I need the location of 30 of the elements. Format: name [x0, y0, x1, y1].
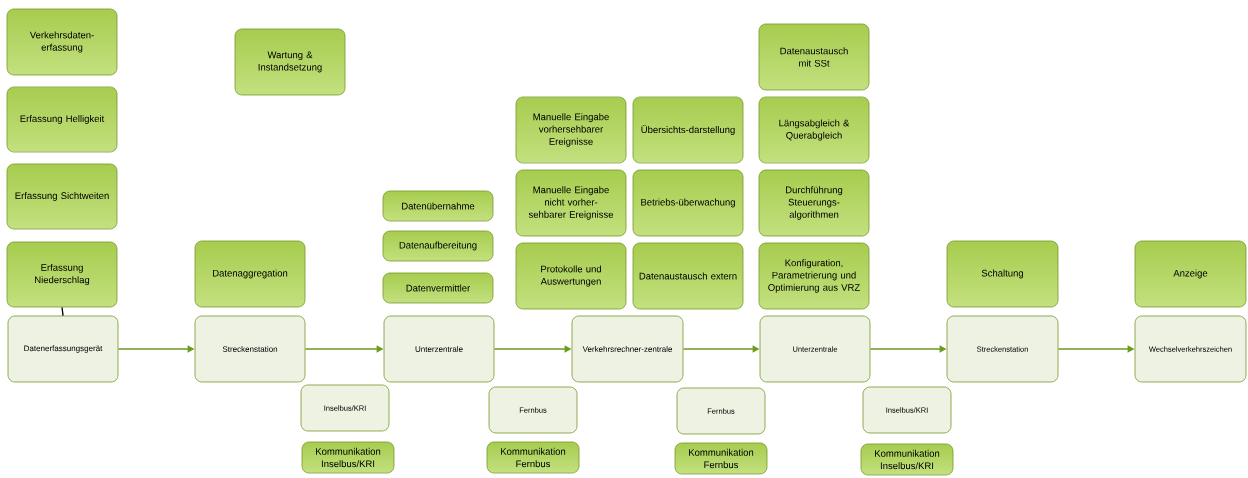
- process-box: Datenaufbereitung: [382, 230, 494, 262]
- process-box: Manuelle Eingabe nicht vorher-sehbarer Ereignisse: [515, 169, 627, 237]
- process-box: Wartung & Instandsetzung: [234, 28, 346, 96]
- process-box: Datenübernahme: [382, 190, 494, 222]
- process-box: Manuelle Eingabe vorhersehbarer Ereignisse: [515, 96, 627, 164]
- process-box: Datenvermittler: [382, 272, 494, 304]
- process-box: Datenaggregation: [194, 240, 306, 308]
- process-box: Erfassung Niederschlag: [6, 241, 118, 308]
- process-box: Erfassung Helligkeit: [6, 86, 118, 153]
- component-box: Streckenstation: [194, 315, 306, 383]
- process-box: Kommunikation Fernbus: [486, 441, 580, 474]
- process-box: Schaltung: [946, 240, 1059, 308]
- process-box: Verkehrsdaten-erfassung: [6, 8, 118, 76]
- component-box: Datenerfassungsgerät: [7, 315, 119, 383]
- process-box: Protokolle und Auswertungen: [515, 242, 627, 310]
- process-box: Längsabgleich & Querabgleich: [758, 96, 870, 164]
- process-box: Durchführung Steuerungs-algorithmen: [758, 169, 870, 237]
- process-box: Übersichts-darstellung: [632, 96, 744, 164]
- component-box: Unterzentrale: [383, 315, 495, 383]
- connector-line: [61, 306, 64, 317]
- process-box: Datenaustausch mit SSt: [758, 23, 870, 91]
- process-box: Betriebs-überwachung: [632, 169, 744, 237]
- process-box: Erfassung Sichtweiten: [6, 163, 118, 230]
- process-box: Kommunikation Inselbus/KRI: [860, 443, 954, 476]
- process-box: Kommunikation Fernbus: [674, 442, 768, 475]
- process-box: Anzeige: [1134, 240, 1247, 308]
- process-box: Datenaustausch extern: [632, 242, 744, 310]
- process-box: Konfiguration, Parametrierung und Optimierung aus VRZ: [758, 242, 870, 310]
- component-box: Verkehrsrechner-zentrale: [571, 315, 684, 383]
- process-box: Kommunikation Inselbus/KRI: [301, 441, 395, 474]
